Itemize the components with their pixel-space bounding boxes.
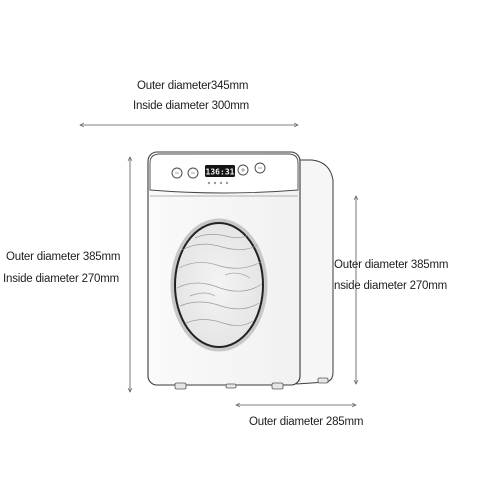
left-outer-label-text: Outer diameter xyxy=(6,251,80,263)
left-inside-label-text: Inside diameter xyxy=(3,273,79,285)
right-outer-label-text: Outer diameter xyxy=(334,259,408,271)
door-window-frame xyxy=(170,218,268,352)
top-inside-value: 300mm xyxy=(211,100,250,112)
indicator-dots xyxy=(207,181,229,185)
depth-outer-label: Outer diameter 285mm xyxy=(249,416,363,428)
top-outer-label: Outer diameter345mm xyxy=(137,80,248,92)
right-outer-label: Outer diameter 385mm xyxy=(334,259,448,271)
top-outer-label-text: Outer diameter xyxy=(137,80,211,92)
left-outer-label: Outer diameter 385mm xyxy=(6,251,120,263)
display-readout: 136:31 xyxy=(206,168,235,177)
foot-right xyxy=(271,382,284,390)
digital-display xyxy=(205,165,235,177)
left-inside-label: Inside diameter 270mm xyxy=(3,273,119,285)
right-inside-value: 270mm xyxy=(409,280,448,292)
top-inside-label: Inside diameter 300mm xyxy=(133,100,249,112)
left-inside-value: 270mm xyxy=(81,273,120,285)
right-outer-value: 385mm xyxy=(410,259,449,271)
right-inside-label: Inside diameter 270mm xyxy=(331,280,447,292)
device-side-panel xyxy=(296,159,334,385)
door-window xyxy=(174,222,264,348)
foot-middle xyxy=(225,383,237,389)
button-icons xyxy=(175,167,262,174)
depth-outer-label-text: Outer diameter xyxy=(249,416,323,428)
top-inside-label-text: Inside diameter xyxy=(133,100,209,112)
window-contents xyxy=(176,234,263,326)
foot-left xyxy=(174,382,187,390)
right-inside-label-text: Inside diameter xyxy=(331,280,407,292)
top-outer-value: 345mm xyxy=(210,80,249,92)
depth-outer-value: 285mm xyxy=(325,416,364,428)
foot-back xyxy=(317,377,329,384)
left-outer-value: 385mm xyxy=(82,251,121,263)
